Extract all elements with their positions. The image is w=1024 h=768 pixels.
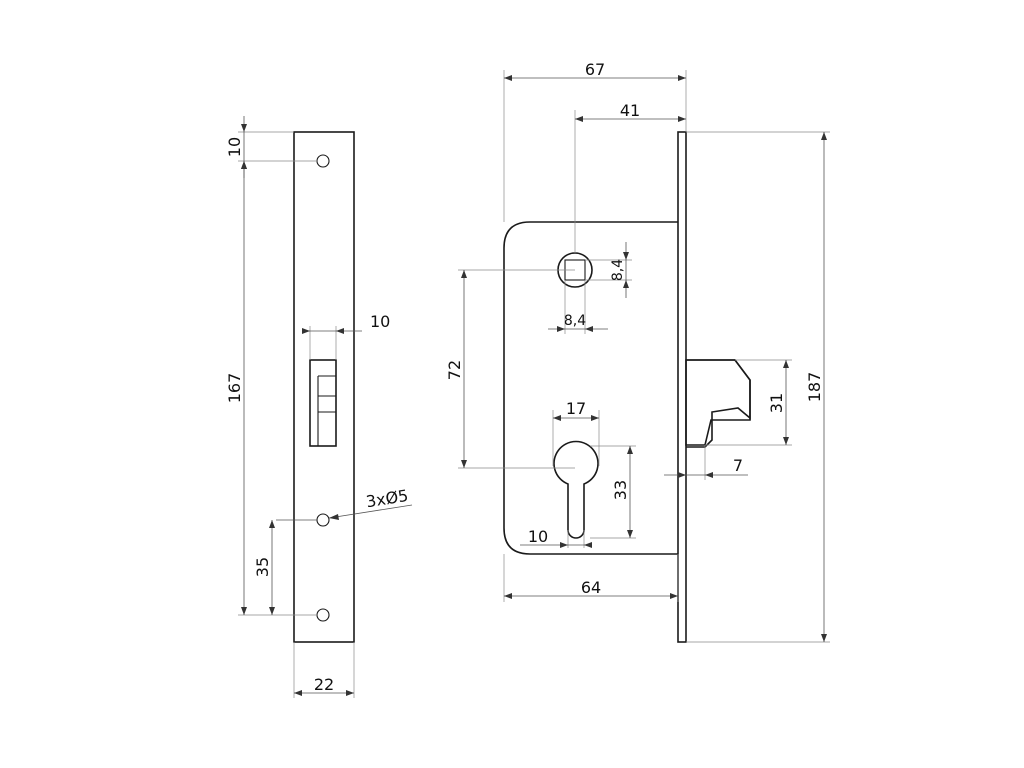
hook-slot: [309, 359, 337, 447]
dim-label-top-hole-offset: 10: [225, 137, 244, 157]
dim-label-hook-projection: 7: [733, 456, 743, 475]
dim-label-overall-depth: 67: [585, 60, 605, 79]
dim-label-bottom-hole-offset: 35: [253, 557, 272, 577]
dim-cylinder-height: 33: [590, 445, 636, 539]
dim-label-hook-height: 31: [767, 393, 786, 413]
dim-cylinder-width: 17: [552, 399, 600, 466]
dim-label-cylinder-bottom: 10: [528, 527, 548, 546]
dim-faceplate-height: 187: [686, 131, 830, 643]
dim-label-backset: 41: [620, 101, 640, 120]
dim-label-spindle-vertical: 8,4: [610, 259, 626, 281]
dim-cylinder-bottom: 10: [520, 527, 592, 548]
dim-top-hole-offset: 10: [225, 116, 318, 178]
dim-label-centre-distance: 72: [445, 360, 464, 380]
dim-hook-projection: 7: [664, 445, 748, 480]
dim-case-depth: 64: [503, 554, 679, 602]
lock-case-outline: [503, 221, 678, 555]
front-plate-outline: [293, 131, 355, 643]
dim-plate-width: 22: [293, 642, 355, 698]
dim-spindle-horizontal: 8,4: [548, 280, 608, 334]
dim-centre-distance: 72: [445, 269, 575, 469]
dim-label-case-depth: 64: [581, 578, 601, 597]
dim-label-cylinder-height: 33: [611, 480, 630, 500]
bottom-screw-hole: [316, 608, 330, 622]
lock-body-view: 67 41 8,4 8,4: [445, 60, 830, 643]
top-screw-hole: [316, 154, 330, 168]
dim-overall-depth: 67: [503, 60, 687, 222]
middle-screw-hole: [316, 513, 330, 527]
hook-latch: [685, 359, 751, 446]
dim-spindle-vertical: 8,4: [585, 242, 632, 298]
dim-plate-height: 167: [225, 161, 318, 616]
dim-label-plate-width: 22: [314, 675, 334, 694]
dim-label-screw-holes: 3xØ5: [365, 486, 410, 511]
dim-backset: 41: [574, 101, 686, 253]
dim-screw-holes: 3xØ5: [276, 486, 413, 521]
dim-label-slot-width: 10: [370, 312, 390, 331]
dim-label-plate-height: 167: [225, 373, 244, 404]
faceplate-outline: [677, 131, 687, 643]
dim-hook-height: 31: [705, 359, 792, 446]
cylinder-cutout: [553, 440, 599, 539]
dim-label-faceplate-height: 187: [805, 372, 824, 403]
dim-label-cylinder-width: 17: [566, 399, 586, 418]
dim-slot-width: 10: [302, 312, 390, 360]
dim-bottom-hole-offset: 35: [253, 520, 275, 615]
front-plate-view: 10 167 10 3xØ5: [225, 116, 413, 698]
dim-label-spindle-horizontal: 8,4: [564, 313, 586, 329]
